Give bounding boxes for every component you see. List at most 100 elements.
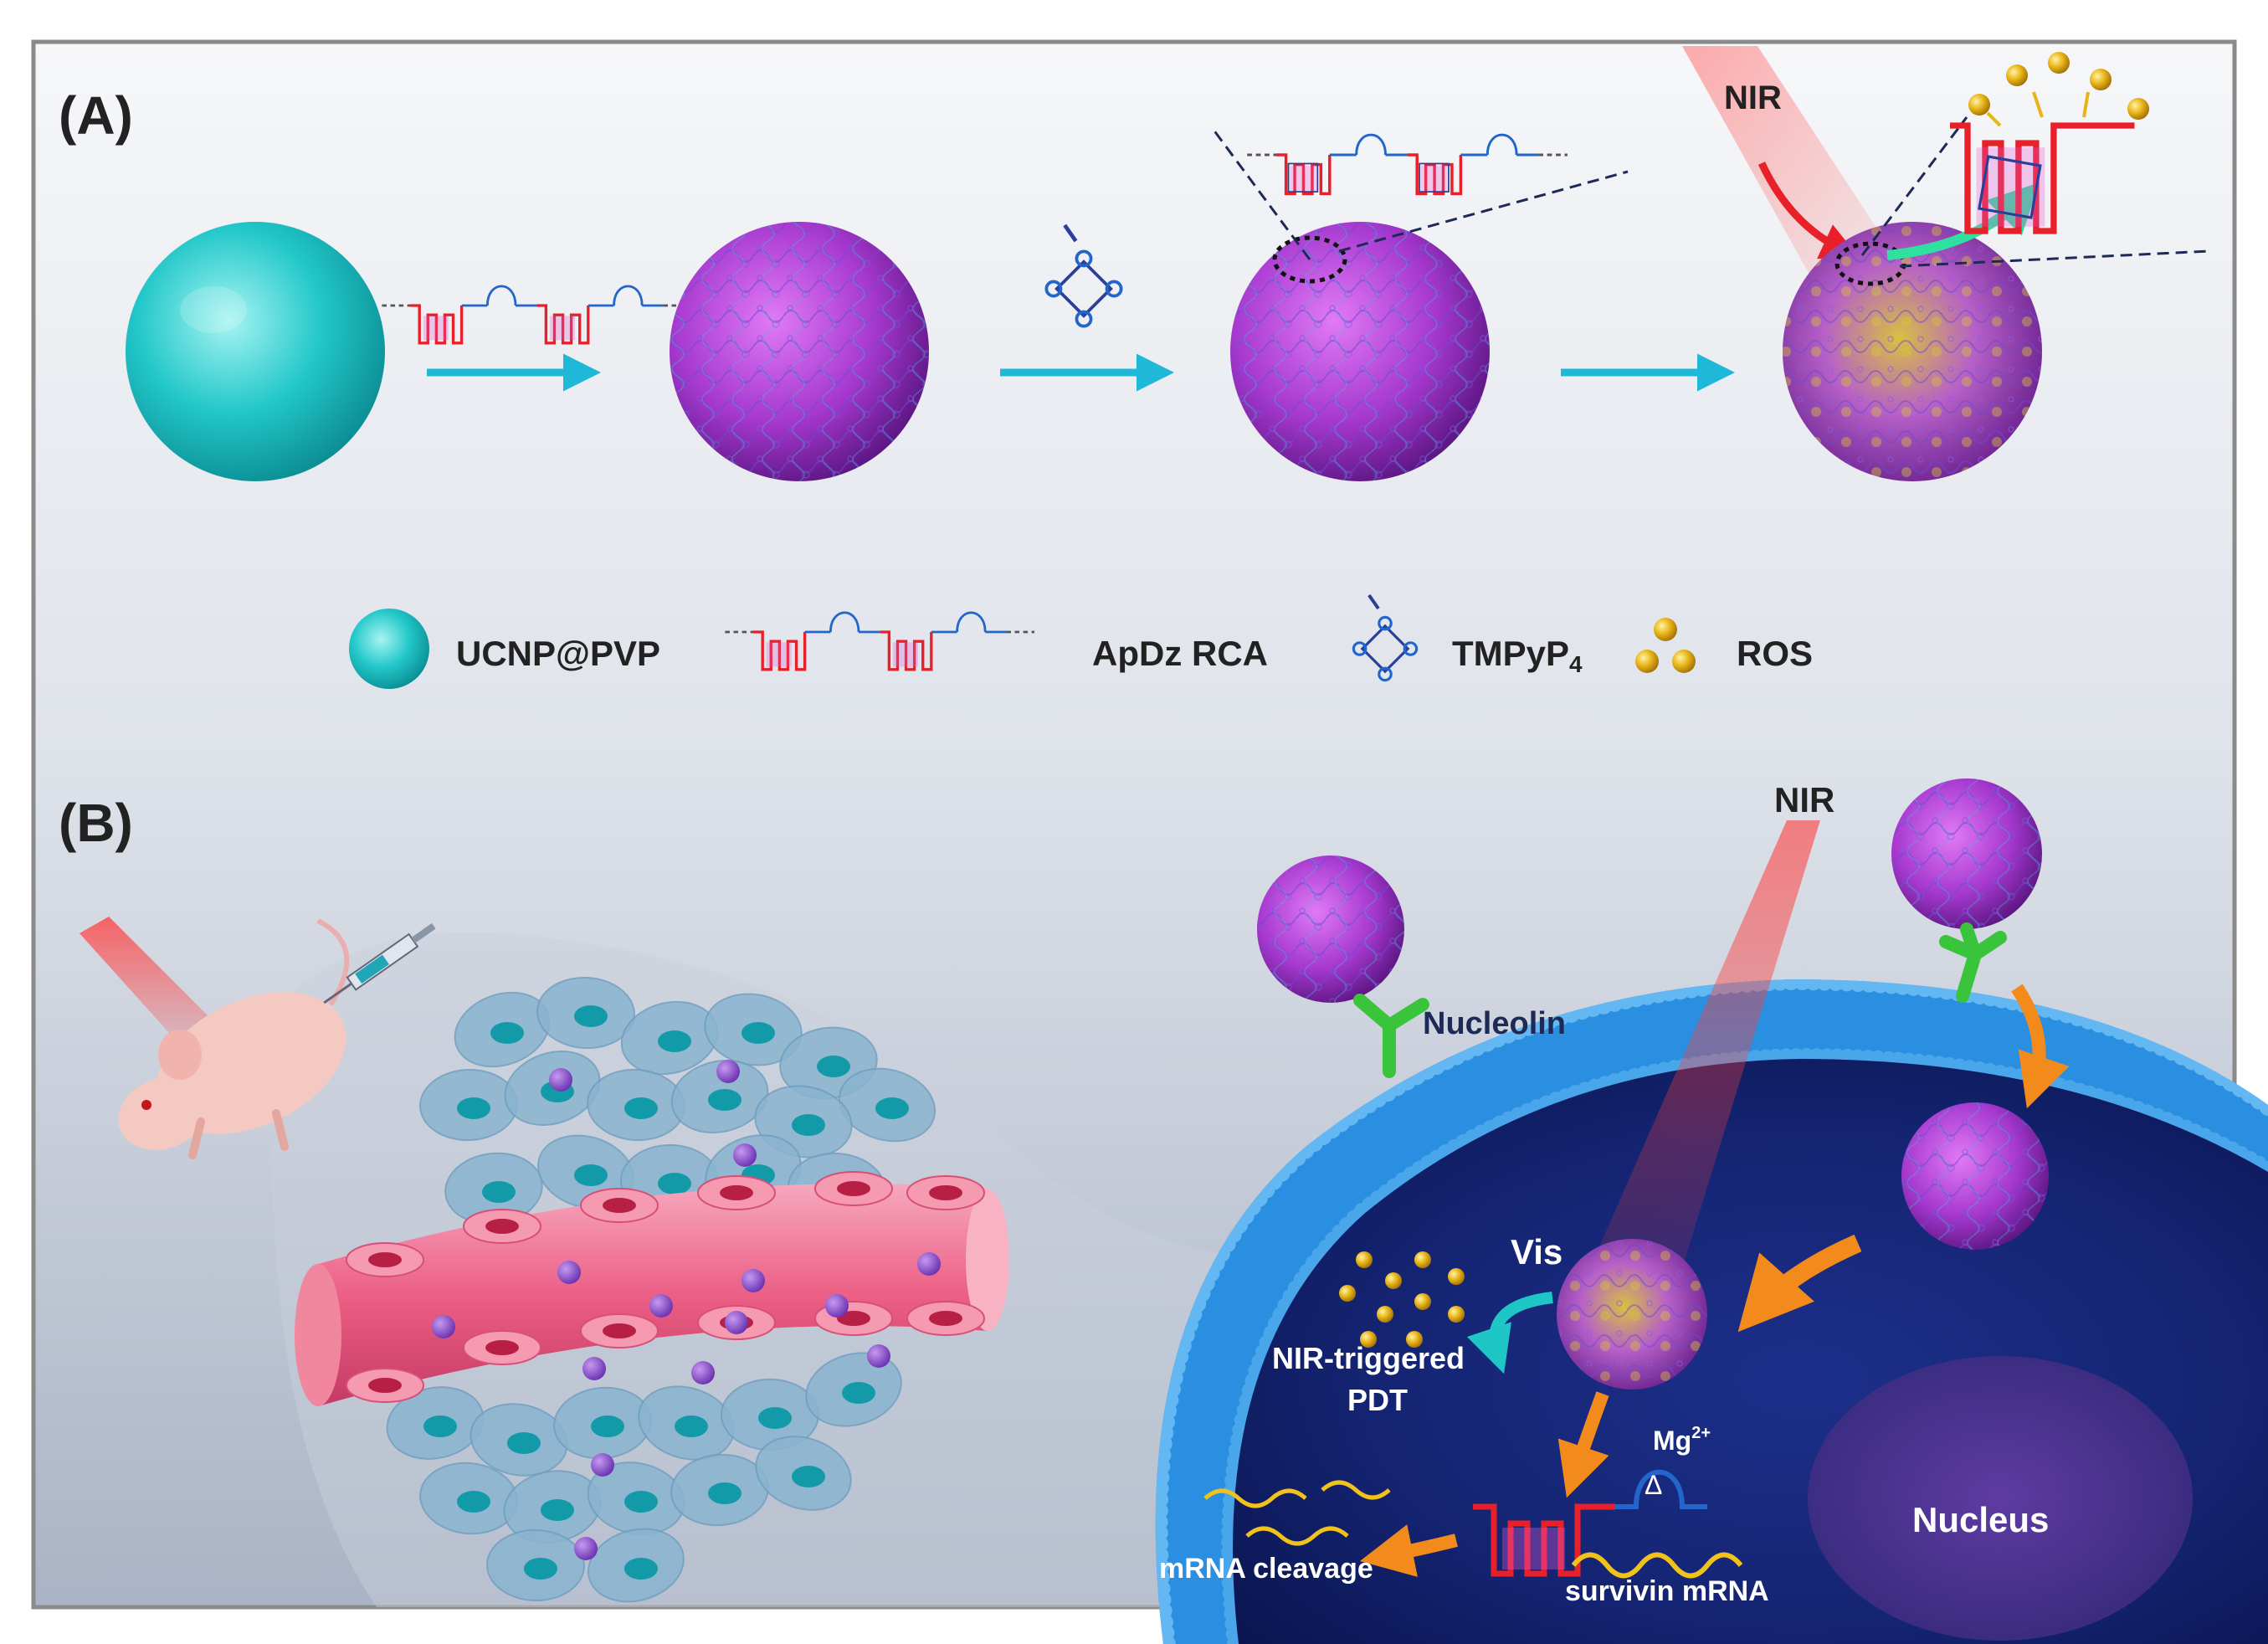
vis-arrow [1466,1292,1553,1374]
nanoparticle-activated [1557,1239,1707,1390]
endothelial-cell [906,1175,985,1210]
tumor-cell [454,991,551,1068]
vis-label: Vis [1511,1232,1562,1272]
mouse-legs [188,1109,289,1159]
legend-tmpyp-text: TMPyP [1452,634,1569,673]
tumor-cell [755,1436,852,1511]
panel-a: (A) [59,46,2210,689]
pdt-label-line2: PDT [1347,1383,1408,1417]
mouse-illustration [80,917,436,1159]
tumor-cell [444,1152,543,1225]
legend-tmpyp-label: TMPyP4 [1452,634,1583,677]
survivin-label: survivin mRNA [1565,1575,1769,1607]
nanoparticle-dot [574,1537,598,1560]
ros-burst [1968,52,2149,127]
tumor-cell [419,1462,518,1535]
ucnp-highlight [180,286,247,333]
mg-label: Mg2+ [1653,1424,1711,1456]
nucleolin-receptor-1 [1353,994,1429,1078]
zoom-line-right-step4 [1899,249,2210,268]
mg-superscript: 2+ [1691,1424,1711,1442]
legend-tmpyp-subscript: 4 [1569,651,1583,677]
zoom-line-left-step4 [1860,116,1968,256]
nir-beam-cell [1573,820,1820,1323]
panel-b: (B) [59,778,2268,1644]
tumor-cell [721,1379,819,1451]
apdz-zoom-step4 [1950,122,2135,234]
zoom-line-right-step3 [1338,170,1629,253]
ucnp-rca-mesh [670,222,929,481]
endothelial-cell [346,1368,424,1403]
legend-ucnp-icon [349,609,429,689]
activated-sphere-mesh [1783,222,2042,481]
endothelial-cell [580,1313,659,1349]
ros-particles-cell [1339,1251,1465,1348]
endothelial-cell [697,1175,776,1210]
cleavage-arrow-left [1359,1524,1458,1577]
tumor-cell [805,1352,902,1427]
mouse-ear [158,1030,202,1080]
legend-apdz-icon [725,611,1035,671]
cleavage-arrow-down [1557,1391,1609,1498]
nanoparticle-dot [582,1357,606,1380]
nanoparticle-dot [557,1261,581,1284]
nanoparticle-dot [733,1143,757,1167]
legend-panel-a: UCNP@PVP ApDz RCA TMPyP4 ROS [349,595,1813,689]
endothelial-cell [463,1330,541,1365]
release-arrow-orange [1737,1234,1862,1333]
mouse-head [118,1076,208,1150]
zoom-line-left-step3 [1212,129,1311,260]
nanoparticle-internalized [1901,1102,2049,1250]
legend-ros-icon [1635,618,1696,673]
panel-b-label: (B) [59,793,133,853]
endothelial-cell [463,1209,541,1244]
syringe-icon [323,922,436,1004]
mg-triangle-icon: Δ [1645,1470,1662,1500]
nanoparticle-dot [867,1344,890,1368]
nucleolin-receptor-2 [1939,922,2007,1003]
zoom-spot-step4 [1834,241,1906,286]
cleavage-label: mRNA cleavage [1159,1553,1373,1585]
tumor-cell [419,1068,518,1142]
tumor-cell [670,1453,769,1527]
nanoparticle-binding-2 [1891,778,2042,1003]
legend-ros-label: ROS [1737,634,1813,673]
nanoparticle-dot [432,1315,455,1338]
loaded-sphere-mesh [1230,222,1490,481]
nanoparticle-dot [549,1068,572,1092]
tumor-cell [587,1068,685,1142]
apdz-zoom-step3 [1247,133,1568,196]
endothelial-cell [346,1242,424,1277]
nanoparticles-in-vessel [432,1252,941,1385]
panel-a-label: (A) [59,85,133,146]
nucleus [1808,1356,2193,1641]
internalization-arrow [2011,984,2070,1109]
tumor-cell [536,976,635,1050]
nir-beam-mouse [80,917,226,1059]
dnazyme-complex: Δ [1473,1469,1707,1577]
pdt-label-line1: NIR-triggered [1272,1341,1465,1375]
nucleus-label: Nucleus [1912,1500,2049,1539]
ucnp-sphere [126,222,385,481]
cleaved-fragments [1203,1480,1391,1546]
apdz-strand-step1 [382,285,692,345]
legend-apdz-label: ApDz RCA [1092,634,1268,673]
tumor-cell [704,993,803,1066]
nir-label-panel-b: NIR [1774,780,1834,819]
nanoparticle-dot [591,1453,614,1477]
nucleolin-label: Nucleolin [1423,1006,1566,1041]
nanoparticle-dot [741,1269,765,1292]
endothelial-cell [580,1188,659,1223]
tumor-cell [486,1528,585,1602]
mouse-eye [141,1100,151,1110]
legend-ucnp-label: UCNP@PVP [456,634,660,673]
nanoparticle-dot [716,1060,740,1083]
tumor-cell [470,1403,568,1477]
tumor-cell [838,1067,936,1143]
nanoparticle-binding-1 [1257,855,1429,1078]
release-arrow [1886,182,2040,260]
blood-vessel [295,1171,1009,1406]
survivin-mrna-strand [1571,1552,1743,1579]
nanoparticle-dot [691,1361,715,1385]
